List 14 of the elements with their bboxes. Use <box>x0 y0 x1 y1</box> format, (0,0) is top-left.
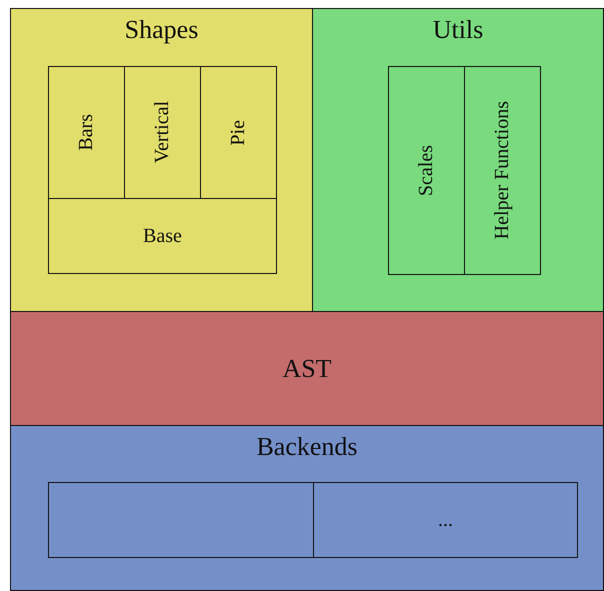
module-box <box>48 482 314 558</box>
module-box: Scales <box>388 66 465 275</box>
module-box: Pie <box>200 66 277 199</box>
layer-panel: AST <box>10 311 604 426</box>
layer-panel <box>10 8 313 312</box>
layer-title: Utils <box>432 15 484 45</box>
module-box: Base <box>48 198 277 274</box>
layer-title: Shapes <box>124 15 200 45</box>
module-box: ... <box>313 482 578 558</box>
layer-title: Backends <box>255 432 359 462</box>
module-box: Helper Functions <box>464 66 541 275</box>
module-box: Bars <box>48 66 125 199</box>
layer-panel <box>10 425 604 591</box>
layer-panel <box>312 8 604 312</box>
